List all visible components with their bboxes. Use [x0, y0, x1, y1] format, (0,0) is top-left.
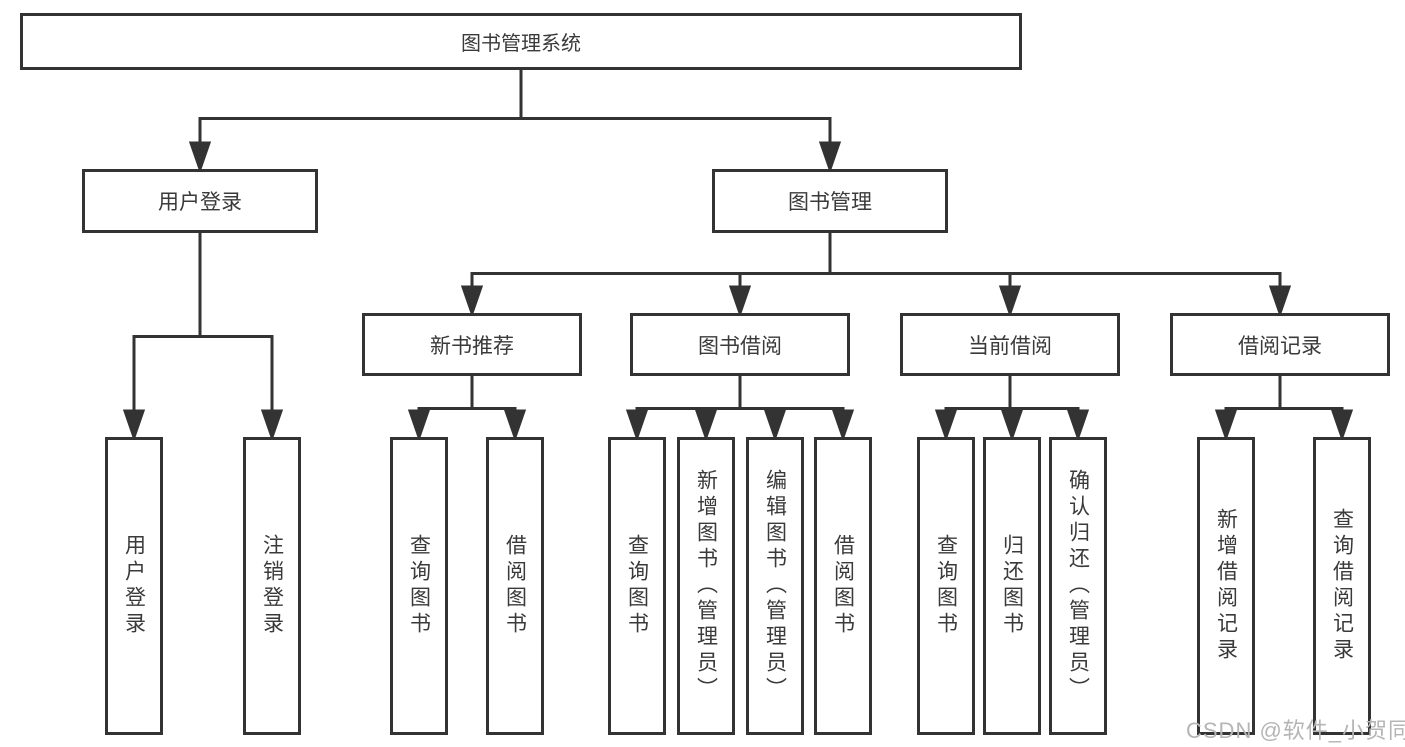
leaf-label: 新增借阅记录 — [1214, 508, 1238, 664]
leaf-label: 借阅图书 — [831, 534, 855, 638]
leaf-query-books-3: 查询图书 — [917, 437, 975, 735]
node-label: 当前借阅 — [968, 334, 1052, 358]
arrowhead-icon — [818, 141, 842, 174]
arrowhead-icon — [1214, 409, 1238, 442]
leaf-borrow-books-1: 借阅图书 — [486, 437, 544, 735]
leaf-label: 用户登录 — [122, 534, 146, 638]
arrowhead-icon — [1268, 285, 1292, 318]
node-label: 用户登录 — [158, 191, 242, 214]
leaf-label: 编辑图书（管理员） — [763, 469, 787, 703]
node-label: 新书推荐 — [430, 334, 514, 358]
node-book-borrowing: 图书借阅 — [630, 313, 850, 376]
arrowhead-icon — [934, 409, 958, 442]
leaf-logout: 注销登录 — [243, 437, 301, 735]
leaf-label: 借阅图书 — [503, 534, 527, 638]
arrowhead-icon — [460, 285, 484, 318]
node-borrow-records: 借阅记录 — [1170, 313, 1390, 376]
node-label: 图书借阅 — [698, 334, 782, 358]
leaf-query-borrow-record: 查询借阅记录 — [1313, 437, 1371, 735]
node-new-book-recommend: 新书推荐 — [362, 313, 582, 376]
arrowhead-icon — [188, 141, 212, 174]
leaf-edit-books-admin: 编辑图书（管理员） — [746, 437, 804, 735]
node-root-library-system: 图书管理系统 — [20, 13, 1022, 70]
arrowhead-icon — [260, 409, 284, 442]
leaf-user-login: 用户登录 — [105, 437, 163, 735]
arrowhead-icon — [625, 409, 649, 442]
node-label: 借阅记录 — [1238, 334, 1322, 358]
arrowhead-icon — [503, 409, 527, 442]
leaf-return-books: 归还图书 — [983, 437, 1041, 735]
leaf-borrow-books-2: 借阅图书 — [814, 437, 872, 735]
leaf-label: 查询图书 — [407, 534, 431, 638]
leaf-label: 查询图书 — [625, 534, 649, 638]
node-user-login: 用户登录 — [82, 169, 318, 233]
node-book-management: 图书管理 — [712, 169, 948, 233]
node-label: 图书管理 — [788, 191, 872, 214]
arrowhead-icon — [694, 409, 718, 442]
arrowhead-icon — [831, 409, 855, 442]
node-current-borrowing: 当前借阅 — [900, 313, 1120, 376]
leaf-query-books-2: 查询图书 — [608, 437, 666, 735]
leaf-label: 查询借阅记录 — [1330, 508, 1354, 664]
leaf-label: 新增图书（管理员） — [694, 469, 718, 703]
leaf-label: 注销登录 — [260, 534, 284, 638]
leaf-label: 归还图书 — [1000, 534, 1024, 638]
csdn-watermark: CSDN @软件_小贺同学 — [1186, 718, 1405, 743]
arrowhead-icon — [407, 409, 431, 442]
leaf-query-books-1: 查询图书 — [390, 437, 448, 735]
leaf-label: 查询图书 — [934, 534, 958, 638]
arrowhead-icon — [728, 285, 752, 318]
arrowhead-icon — [1330, 409, 1354, 442]
arrowhead-icon — [763, 409, 787, 442]
arrowhead-icon — [998, 285, 1022, 318]
arrowhead-icon — [1000, 409, 1024, 442]
leaf-add-books-admin: 新增图书（管理员） — [677, 437, 735, 735]
arrowhead-icon — [122, 409, 146, 442]
leaf-confirm-return-admin: 确认归还（管理员） — [1049, 437, 1107, 735]
leaf-add-borrow-record: 新增借阅记录 — [1197, 437, 1255, 735]
arrowhead-icon — [1066, 409, 1090, 442]
node-label: 图书管理系统 — [461, 33, 581, 55]
leaf-label: 确认归还（管理员） — [1066, 469, 1090, 703]
